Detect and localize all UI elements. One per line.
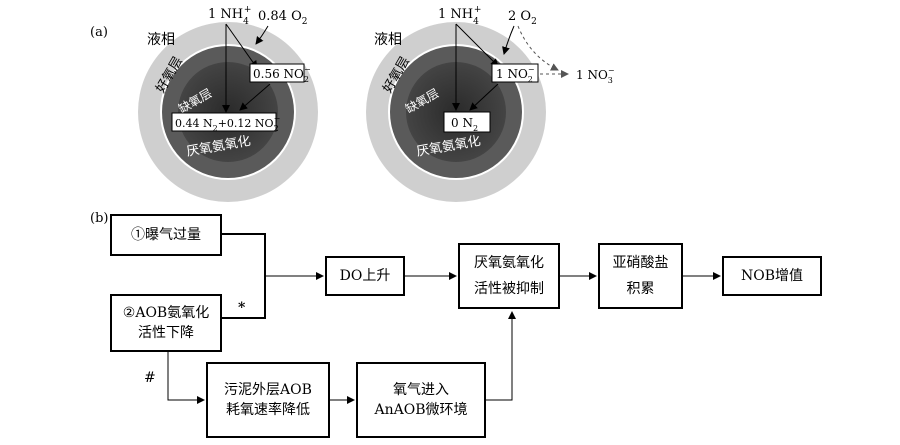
hash-marker: # — [144, 370, 156, 386]
arrow-aob-to-sludge — [167, 352, 205, 404]
no2-label-left: 0.56 NO2− — [253, 65, 311, 84]
nh4-to-no2-arrow-right — [455, 23, 499, 67]
product-label-left: 0.44 N2+0.12 NO2− — [175, 114, 280, 133]
no3-label-right: 1 NO3− — [576, 66, 615, 85]
product-box-left — [171, 112, 277, 132]
excess-aeration-text: ①曝气过量 — [131, 227, 201, 243]
anammox-inhibited-line1: 厌氧氨氧化 — [474, 255, 544, 271]
sludge-outer-aob-line2: 耗氧速率降低 — [226, 402, 310, 418]
aob-activity-line1: ②AOB氨氧化 — [122, 305, 210, 321]
product-label-right: 0 N2 — [451, 116, 478, 133]
o2-to-no3-dashed-arrow — [517, 25, 559, 71]
sludge-outer-aob-line1: 污泥外层AOB — [224, 382, 312, 398]
no2-label-right: 1 NO2− — [496, 65, 535, 84]
no2-to-core-arrow-right — [469, 83, 499, 111]
o2-label-left: 0.84 O2 — [258, 9, 307, 27]
nitrite-accumulation-line1: 亚硝酸盐 — [612, 255, 669, 271]
o2-arrow-left — [255, 25, 269, 45]
star-marker: * — [238, 300, 246, 316]
granule-left — [138, 22, 318, 202]
panel-a-label: (a) — [90, 25, 108, 40]
nh4-label-right: 1 NH4+ — [438, 5, 481, 27]
sludge-outer-aob-box: 污泥外层AOB 耗氧速率降低 — [206, 362, 330, 438]
no2-to-core-arrow-left — [239, 83, 271, 111]
nob-growth-text: NOB增值 — [740, 268, 803, 284]
no2-box-left — [249, 63, 305, 83]
nob-growth-box: NOB增值 — [722, 256, 822, 296]
product-box-right — [443, 111, 491, 133]
oxygen-entry-line1: 氧气进入 — [393, 382, 449, 398]
aob-activity-line2: 活性下降 — [138, 325, 194, 341]
panel-b-label: (b) — [90, 211, 108, 226]
nitrite-accumulation-box: 亚硝酸盐 积累 — [598, 243, 683, 309]
do-rise-text: DO上升 — [339, 268, 391, 284]
o2-label-right: 2 O2 — [508, 9, 537, 27]
oxygen-entry-line2: AnAOB微环境 — [374, 402, 468, 418]
nh4-label-left: 1 NH4+ — [208, 5, 251, 27]
anammox-inhibited-line2: 活性被抑制 — [474, 281, 544, 297]
excess-aeration-box: ①曝气过量 — [110, 214, 222, 256]
do-rise-box: DO上升 — [325, 256, 405, 296]
arrow-oxygen-to-inhibit — [486, 311, 516, 401]
anammox-inhibited-box: 厌氧氨氧化 活性被抑制 — [458, 243, 560, 309]
liquid-phase-label-right: 液相 — [374, 32, 402, 48]
o2-arrow-right — [502, 25, 515, 55]
aob-activity-box: ②AOB氨氧化 活性下降 — [110, 294, 222, 352]
nitrite-accumulation-line2: 积累 — [626, 281, 655, 297]
liquid-phase-label-left: 液相 — [147, 32, 175, 48]
nh4-to-no2-arrow-left — [225, 23, 258, 69]
oxygen-entry-box: 氧气进入 AnAOB微环境 — [356, 362, 486, 438]
no2-box-right — [491, 63, 539, 83]
